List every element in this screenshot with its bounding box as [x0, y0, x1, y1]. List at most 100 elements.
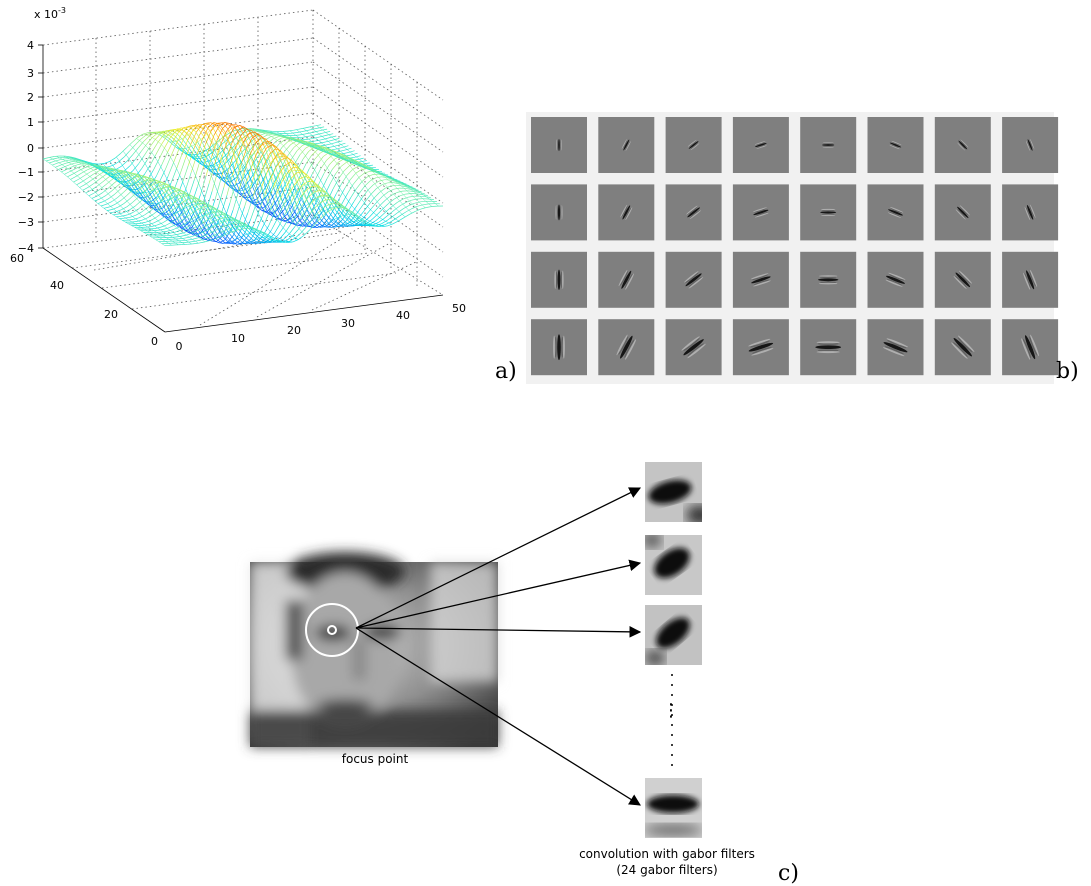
mesh-line	[146, 134, 150, 137]
mesh-line	[114, 172, 121, 180]
mesh-line	[145, 132, 152, 136]
mesh-line	[175, 198, 180, 206]
mesh-line	[258, 135, 262, 139]
mesh-line	[400, 211, 407, 216]
mesh-line	[314, 151, 319, 156]
mesh-line	[269, 166, 274, 173]
mesh-line	[74, 161, 81, 164]
mesh-line	[324, 145, 328, 148]
mesh-line	[132, 178, 139, 187]
mesh-line	[239, 206, 243, 214]
mesh-line	[261, 171, 268, 187]
mesh-line	[253, 136, 257, 142]
mesh-line	[135, 182, 140, 184]
mesh-line	[368, 175, 372, 180]
mesh-line	[205, 130, 212, 145]
mesh-line	[137, 175, 142, 179]
mesh-line	[200, 222, 205, 229]
mesh-line	[206, 214, 210, 219]
mesh-line	[181, 127, 188, 135]
mesh-line	[96, 172, 102, 177]
mesh-line	[389, 213, 393, 217]
mesh-line	[352, 214, 356, 216]
mesh-line	[306, 209, 311, 215]
mesh-line	[334, 151, 339, 154]
mesh-line	[346, 161, 350, 166]
mesh-line	[220, 199, 224, 207]
mesh-line	[168, 131, 175, 136]
mesh-line	[247, 224, 255, 236]
mesh-line	[276, 137, 282, 142]
mesh-line	[296, 129, 300, 133]
mesh-line	[266, 211, 274, 217]
mesh-line	[229, 132, 234, 136]
mesh-line	[95, 166, 100, 170]
mesh-line	[373, 171, 378, 174]
mesh-line	[243, 133, 250, 143]
mesh-line	[272, 144, 276, 147]
mesh-line	[115, 177, 119, 181]
mesh-line	[270, 146, 274, 151]
mesh-line	[219, 242, 223, 244]
mesh-line	[320, 147, 325, 151]
mesh-line	[205, 227, 210, 231]
mesh-line	[281, 190, 286, 197]
mesh-line	[244, 149, 251, 158]
mesh-line	[285, 156, 289, 159]
mesh-line	[214, 146, 219, 153]
mesh-line	[120, 194, 125, 199]
mesh-line	[296, 131, 302, 133]
mesh-line	[259, 134, 264, 138]
mesh-line	[346, 155, 350, 159]
mesh-line	[92, 163, 99, 165]
mesh-line	[212, 127, 219, 139]
mesh-line	[322, 209, 327, 214]
mesh-line	[388, 198, 395, 204]
mesh-line	[226, 175, 233, 196]
mesh-line	[304, 144, 308, 146]
mesh-line	[186, 222, 191, 225]
mesh-line	[293, 197, 297, 204]
mesh-line	[251, 140, 255, 145]
mesh-line	[169, 235, 173, 238]
mesh-line	[277, 218, 282, 221]
mesh-line	[131, 176, 137, 181]
mesh-line	[141, 158, 146, 164]
mesh-line	[340, 161, 347, 167]
mesh-line	[243, 186, 248, 193]
mesh-line	[396, 197, 400, 202]
mesh-line	[219, 146, 223, 151]
mesh-line	[198, 198, 202, 202]
mesh-line	[320, 180, 324, 186]
mesh-line	[324, 138, 329, 142]
mesh-line	[150, 178, 154, 181]
mesh-line	[166, 192, 173, 197]
mesh-line	[359, 162, 364, 165]
x-tick-label: 50	[452, 302, 466, 315]
mesh-line	[272, 197, 276, 204]
mesh-line	[260, 238, 264, 241]
mesh-line	[169, 187, 175, 190]
mesh-line	[273, 150, 277, 155]
mesh-line	[76, 158, 80, 161]
mesh-line	[368, 165, 372, 169]
mesh-line	[404, 184, 408, 188]
mesh-line	[123, 197, 128, 202]
mesh-line	[247, 241, 252, 244]
mesh-line	[299, 133, 305, 136]
mesh-line	[253, 228, 260, 232]
mesh-line	[254, 148, 258, 153]
mesh-line	[94, 164, 98, 167]
mesh-line	[373, 170, 377, 172]
mesh-line	[240, 235, 244, 238]
mesh-line	[267, 134, 272, 137]
mesh-line	[333, 159, 338, 164]
mesh-line	[173, 162, 177, 169]
mesh-line	[323, 164, 330, 174]
mesh-line	[330, 149, 334, 153]
mesh-line	[365, 208, 372, 216]
mesh-line	[85, 192, 89, 196]
mesh-line	[432, 201, 436, 204]
mesh-line	[341, 217, 348, 224]
mesh-line	[156, 185, 161, 193]
